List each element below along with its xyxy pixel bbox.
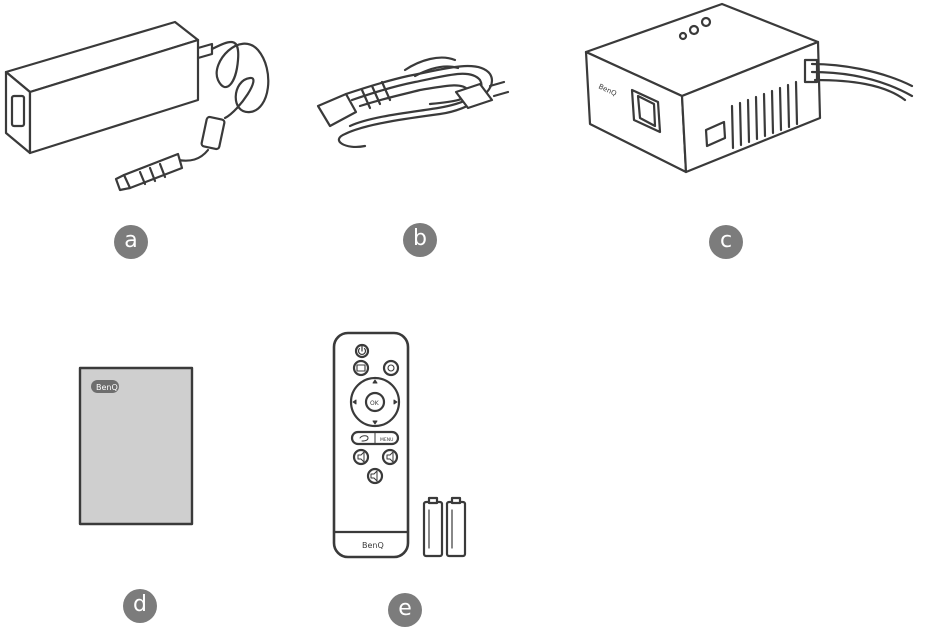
manual-booklet-icon xyxy=(78,366,194,526)
label-badge-b: b xyxy=(403,223,437,257)
remote-control-icon xyxy=(332,331,410,559)
remote-logo: BenQ xyxy=(362,541,384,550)
remote-ok-label: OK xyxy=(370,400,380,407)
label-badge-e: e xyxy=(388,593,422,627)
label-badge-d: d xyxy=(123,589,157,623)
battery-pair-icon xyxy=(422,496,467,558)
manual-logo-badge: BenQ xyxy=(91,380,119,393)
power-cord-icon xyxy=(316,56,510,148)
label-badge-a: a xyxy=(114,225,148,259)
label-badge-c: c xyxy=(709,225,743,259)
manual-logo: BenQ xyxy=(96,383,118,392)
power-adapter-icon xyxy=(4,20,270,192)
remote-menu-label: MENU xyxy=(380,437,393,443)
projector-icon xyxy=(584,2,914,174)
